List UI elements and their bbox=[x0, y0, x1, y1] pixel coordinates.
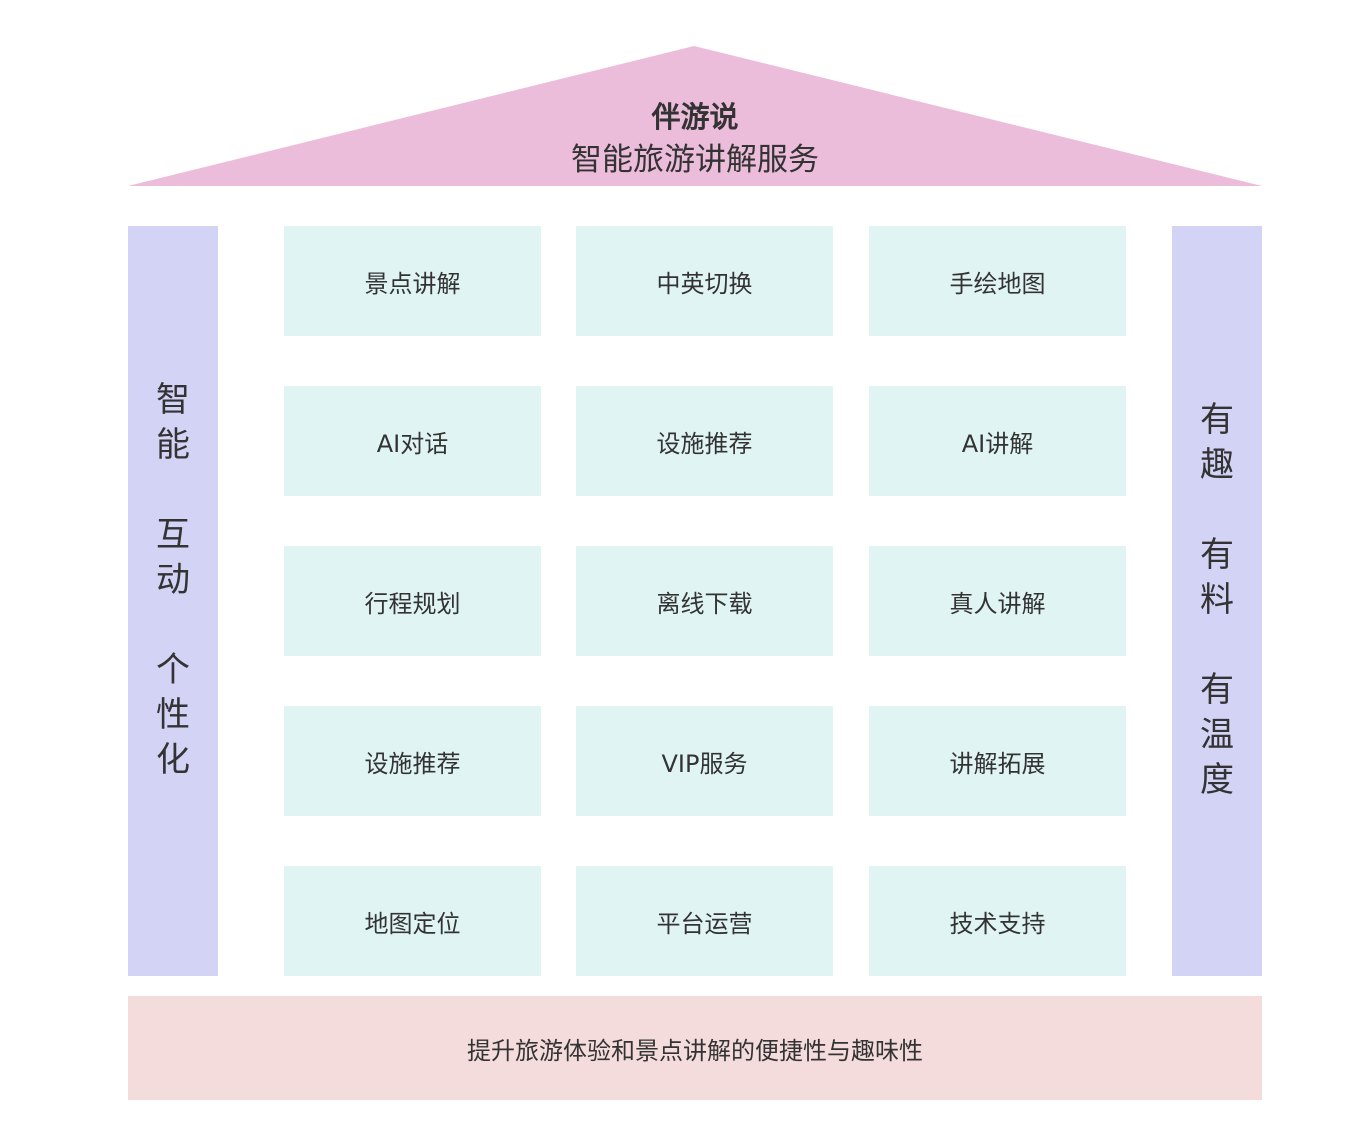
feature-box: 设施推荐 bbox=[284, 706, 541, 816]
feature-label: 平台运营 bbox=[656, 909, 753, 938]
left-pillar-group: 个性化 bbox=[128, 648, 218, 783]
left-pillar-text: 智能互动个性化 bbox=[128, 378, 218, 783]
right-pillar-char: 温 bbox=[1200, 715, 1234, 755]
left-pillar-group: 智能 bbox=[128, 378, 218, 468]
feature-label: VIP服务 bbox=[661, 749, 748, 778]
feature-box: 行程规划 bbox=[284, 546, 541, 656]
right-pillar: 有趣有料有温度 bbox=[1172, 226, 1262, 976]
feature-label: 行程规划 bbox=[364, 589, 461, 618]
right-pillar-char: 趣 bbox=[1200, 445, 1234, 485]
left-pillar-char: 个 bbox=[156, 650, 190, 690]
feature-label: 真人讲解 bbox=[949, 589, 1046, 618]
feature-label: 中英切换 bbox=[656, 269, 753, 298]
right-pillar-group: 有趣 bbox=[1172, 398, 1262, 488]
roof-triangle bbox=[128, 46, 1262, 186]
right-pillar-char: 有 bbox=[1200, 400, 1234, 440]
feature-label: 地图定位 bbox=[364, 909, 461, 938]
feature-box: 真人讲解 bbox=[869, 546, 1126, 656]
feature-box: AI讲解 bbox=[869, 386, 1126, 496]
feature-label: AI对话 bbox=[376, 429, 449, 458]
feature-box: VIP服务 bbox=[576, 706, 833, 816]
left-pillar-group: 互动 bbox=[128, 513, 218, 603]
right-pillar-text: 有趣有料有温度 bbox=[1172, 398, 1262, 803]
right-pillar-char: 有 bbox=[1200, 535, 1234, 575]
feature-label: 技术支持 bbox=[949, 909, 1046, 938]
feature-label: 讲解拓展 bbox=[949, 749, 1046, 778]
left-pillar-char: 化 bbox=[156, 740, 190, 780]
feature-box: 手绘地图 bbox=[869, 226, 1126, 336]
left-pillar-char: 性 bbox=[156, 695, 190, 735]
right-pillar-char: 有 bbox=[1200, 670, 1234, 710]
feature-label: 设施推荐 bbox=[656, 429, 753, 458]
feature-box: 地图定位 bbox=[284, 866, 541, 976]
feature-label: 离线下载 bbox=[656, 589, 753, 618]
left-pillar-char: 动 bbox=[156, 560, 190, 600]
feature-label: 设施推荐 bbox=[364, 749, 461, 778]
feature-box: AI对话 bbox=[284, 386, 541, 496]
left-pillar-char: 能 bbox=[156, 425, 190, 465]
left-pillar-char: 智 bbox=[156, 380, 190, 420]
roof-title: 伴游说 bbox=[651, 100, 739, 134]
roof bbox=[128, 46, 1262, 186]
right-pillar-group: 有料 bbox=[1172, 533, 1262, 623]
left-pillar: 智能互动个性化 bbox=[128, 226, 218, 976]
feature-box: 讲解拓展 bbox=[869, 706, 1126, 816]
feature-label: AI讲解 bbox=[961, 429, 1034, 458]
feature-box: 设施推荐 bbox=[576, 386, 833, 496]
right-pillar-char: 料 bbox=[1200, 580, 1234, 620]
foundation-text: 提升旅游体验和景点讲解的便捷性与趣味性 bbox=[467, 1036, 923, 1065]
feature-box: 平台运营 bbox=[576, 866, 833, 976]
feature-label: 手绘地图 bbox=[949, 269, 1046, 298]
feature-box: 技术支持 bbox=[869, 866, 1126, 976]
roof-subtitle: 智能旅游讲解服务 bbox=[571, 142, 819, 178]
feature-box: 离线下载 bbox=[576, 546, 833, 656]
left-pillar-char: 互 bbox=[156, 515, 190, 555]
right-pillar-char: 度 bbox=[1200, 760, 1234, 800]
foundation-bar: 提升旅游体验和景点讲解的便捷性与趣味性 bbox=[128, 996, 1262, 1100]
feature-box: 景点讲解 bbox=[284, 226, 541, 336]
feature-box: 中英切换 bbox=[576, 226, 833, 336]
feature-label: 景点讲解 bbox=[364, 269, 461, 298]
right-pillar-group: 有温度 bbox=[1172, 668, 1262, 803]
